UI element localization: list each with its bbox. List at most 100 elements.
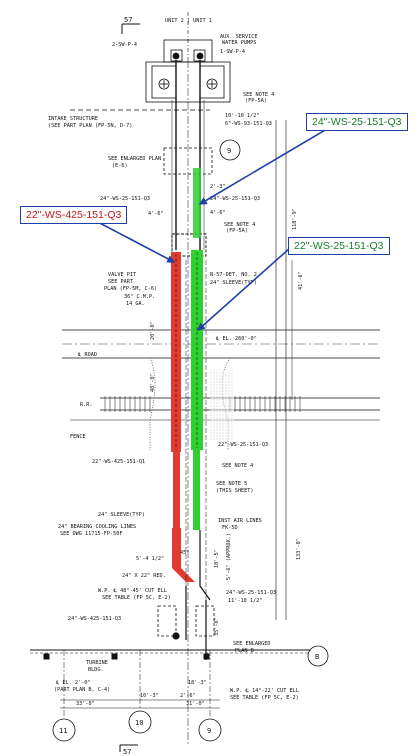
part-plan-b: (PART PLAN B, C-4) xyxy=(54,687,110,693)
bearing-2: SEE DWG 11715-FP-50F xyxy=(60,531,122,537)
wp-4: SEE TABLE (FP 5C, E-2) xyxy=(230,695,299,701)
valve-pit xyxy=(171,233,207,257)
enlarged-plan-box xyxy=(163,147,213,175)
dim-20: 20'-0" xyxy=(150,321,156,340)
dim-41: 41'-6" xyxy=(298,271,304,290)
note4c: SEE NOTE 4 xyxy=(222,463,253,469)
valve-pit-1: VALVE PIT xyxy=(108,272,136,278)
grid-bubble-9-top xyxy=(219,139,241,161)
section-marker-top: 57 xyxy=(121,16,140,34)
ws25-b: 24"-WS-25-151-Q3 xyxy=(100,196,150,202)
turbine-building xyxy=(30,649,310,660)
note5b: (THIS SHEET) xyxy=(216,488,253,494)
ws25-a: 24"-WS-25-151-Q3 xyxy=(210,196,260,202)
el-2-0: ℄ EL. 2'-0" xyxy=(55,680,91,686)
grid-10: 10 xyxy=(135,719,143,727)
ws425-a: 22"-WS-425-151-Q1 xyxy=(92,459,145,465)
sleeve24b: 24" SLEEVE(TYP) xyxy=(98,512,145,518)
svg-text:57: 57 xyxy=(124,16,132,24)
turbine-1: TURBINE xyxy=(86,660,108,666)
dim-133: 133'-0" xyxy=(296,538,302,560)
grid-bubble-11 xyxy=(52,718,76,742)
grid-9-bottom: 9 xyxy=(207,727,211,735)
contour-lines xyxy=(149,357,231,450)
cmp-2: 14 GA. xyxy=(126,301,145,307)
rr-label: R.R. xyxy=(80,402,93,408)
dim-10-3: 10'-3" xyxy=(140,693,159,699)
sw-p4c-label: 1-SW-P-4 xyxy=(220,49,245,55)
red-22-label: 24" X 22" RED. xyxy=(122,573,166,579)
section-marker-bottom: 57 xyxy=(119,744,138,756)
dim-18-5: 18'-5" xyxy=(214,549,220,568)
water-pumps-label: WATER PUMPS xyxy=(222,40,256,46)
dim-5-4: 5'-4 1/2" xyxy=(136,556,164,562)
callout-green-mid: 22"-WS-25-151-Q3 xyxy=(288,237,390,255)
el260-label: ℄ EL. 260'-0" xyxy=(215,336,257,342)
grid-b: B xyxy=(315,653,319,661)
note5a: SEE NOTE 5 xyxy=(216,481,247,487)
cmp-1: 36" C.M.P. xyxy=(124,294,155,300)
dim-35-6: 35'-6" xyxy=(214,617,220,636)
intake-label-1: INTAKE STRUCTURE xyxy=(48,116,98,122)
grid-bubble-9-bottom xyxy=(198,718,222,742)
callout-red: 22"-WS-425-151-Q3 xyxy=(20,206,128,224)
ws25-d: 24"-WS-25-151-Q3 xyxy=(226,590,276,596)
grid-11: 11 xyxy=(59,727,67,735)
valve-pit-2: SEE PART xyxy=(108,279,133,285)
fp5a-label: (FP-5A) xyxy=(245,98,267,104)
dim-118: 118'-9" xyxy=(292,208,298,230)
dim-4-6: 4'-6" xyxy=(148,211,164,217)
ws93-label: 6"-WS-93-151-Q3 xyxy=(225,121,272,127)
dim-11-10: 11'-10 1/2" xyxy=(228,598,262,604)
see-enlarged-1: SEE ENLARGED PLAN xyxy=(108,156,161,162)
dim-48: 48'-0" xyxy=(150,373,156,392)
note4b: SEE NOTE 4 xyxy=(224,222,255,228)
dim-10-10: 10'-10 1/2" xyxy=(225,113,259,119)
wp-1: W.P. ℄ 48°-45' CUT ELL xyxy=(98,588,167,594)
see-enl-b2: PLAN B xyxy=(235,648,254,654)
callout-green-top: 24"-WS-25-151-Q3 xyxy=(306,113,408,131)
dim-45: 45° xyxy=(180,550,189,556)
units-label: UNIT 2 | UNIT 1 xyxy=(165,18,212,24)
see-enl-b1: SEE ENLARGED xyxy=(233,641,270,647)
railroad-ties xyxy=(104,396,301,412)
bottom-grid xyxy=(63,650,211,718)
fp5a-b: (FP-5A) xyxy=(226,228,248,234)
grid-9-top: 9 xyxy=(227,147,231,155)
shade-area xyxy=(210,370,234,440)
dim-33-0: 33'-0" xyxy=(76,701,95,707)
valve-pit-3: PLAN (FP-5M, C-6) xyxy=(104,286,157,292)
callout-leaders xyxy=(93,125,333,331)
note4-label: SEE NOTE 4 xyxy=(243,92,274,98)
sw-p4-label: 2-SW-P-4 xyxy=(112,42,137,48)
dim-31-0: 31'-0" xyxy=(186,701,205,707)
dim-2-6: 2'-6" xyxy=(180,693,196,699)
aux-service-label: AUX. SERVICE xyxy=(220,34,257,40)
lower-pipe xyxy=(157,530,215,660)
grid-bubble-10 xyxy=(128,710,152,734)
n57-label: N-57-DET. NO. 2 xyxy=(210,272,257,278)
bearing-1: 24" BEARING COOLING LINES xyxy=(58,524,136,530)
road xyxy=(62,329,380,359)
dim-2-3: 2'-3" xyxy=(210,184,226,190)
dim-18-3: 18'-3" xyxy=(188,680,207,686)
wp-3: W.P. ℄ 14°-22' CUT ELL xyxy=(230,688,299,694)
inst-air-1: INST AIR LINES xyxy=(218,518,262,524)
ws25-c: 22"-WS-25-151-Q3 xyxy=(218,442,268,448)
turbine-2: BLDG. xyxy=(88,667,104,673)
ws425-b: 24"-WS-425-151-Q3 xyxy=(68,616,121,622)
road-label: ℄ ROAD xyxy=(77,352,97,358)
wp-2: SEE TABLE (FP 5C, E-2) xyxy=(102,595,171,601)
dim-4-6b: 4'-6" xyxy=(210,210,226,216)
red-pipe xyxy=(171,252,195,582)
approx-label: 5'-6" (APPROX.) xyxy=(226,533,232,580)
grid-bubble-b xyxy=(307,645,329,667)
sleeve24-label: 24" SLEEVE(TYP) xyxy=(210,280,257,286)
intake-label-2: (SEE PART PLAN (FP-5N, D-7) xyxy=(48,123,132,129)
svg-text:57: 57 xyxy=(123,748,131,756)
fence-label: FENCE xyxy=(70,434,86,440)
inst-air-2: FK-5D xyxy=(222,525,238,531)
see-enlarged-2: (E-6) xyxy=(112,163,128,169)
green-pipe xyxy=(191,168,203,530)
